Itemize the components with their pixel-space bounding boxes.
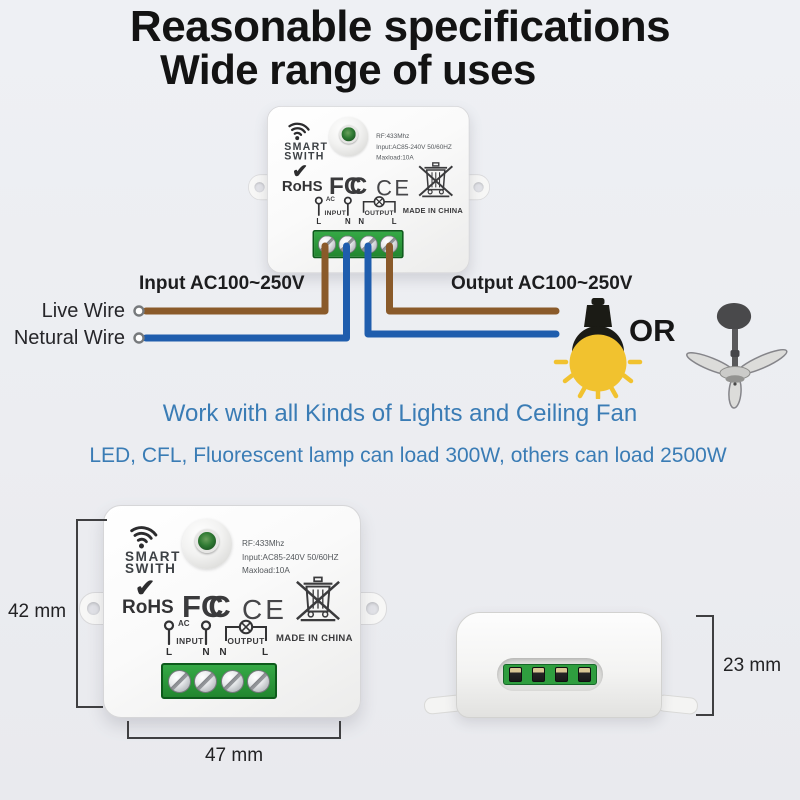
ce-mark: CE bbox=[242, 594, 287, 625]
terminal-letter-n: N bbox=[202, 647, 210, 658]
terminal-screw bbox=[194, 669, 218, 693]
width-dimension-label: 47 mm bbox=[204, 745, 264, 766]
live-wire-connector bbox=[133, 305, 145, 317]
input-voltage-label: Input AC100~250V bbox=[139, 273, 305, 294]
spec-input: Input:AC85-240V 50/60HZ bbox=[376, 143, 452, 151]
brand-label: SMART SWITH bbox=[125, 549, 181, 577]
wifi-icon bbox=[130, 526, 158, 549]
pairing-button-cap bbox=[195, 529, 219, 553]
depth-dimension-bracket bbox=[696, 615, 714, 716]
pairing-button bbox=[182, 519, 232, 569]
device-body: SMART SWITH RF:433Mhz Input:AC85-240V 50… bbox=[267, 106, 470, 274]
height-dimension-label: 42 mm bbox=[7, 601, 67, 622]
terminal-letter-n: N bbox=[345, 217, 351, 227]
smart-switch-front-view-bottom: SMART SWITH RF:433Mhz Input:AC85-240V 50… bbox=[79, 505, 387, 718]
output-voltage-label: Output AC100~250V bbox=[451, 273, 633, 294]
spec-maxload: Maxload:10A bbox=[376, 154, 414, 162]
spec-rf: RF:433Mhz bbox=[242, 539, 285, 548]
pairing-button bbox=[329, 116, 369, 157]
side-view-body bbox=[456, 612, 662, 718]
terminal-screw bbox=[359, 235, 378, 254]
device-body: SMART SWITH RF:433Mhz Input:AC85-240V 50… bbox=[103, 505, 361, 718]
ac-label: AC bbox=[325, 195, 335, 203]
page-title: Reasonable specifications bbox=[129, 2, 671, 51]
terminal-letter-l: L bbox=[391, 217, 397, 227]
terminal-strip bbox=[503, 664, 597, 685]
spec-rf: RF:433Mhz bbox=[376, 132, 410, 140]
terminal-screw bbox=[532, 667, 545, 682]
output-lamp-icon bbox=[225, 619, 267, 641]
page-subtitle: Wide range of uses bbox=[160, 46, 536, 93]
terminal-screw bbox=[318, 235, 337, 254]
terminal-letter-l: L bbox=[316, 217, 322, 227]
brand-label: SMART SWITH bbox=[284, 140, 329, 162]
width-dimension-bracket bbox=[127, 721, 341, 739]
input-label: INPUT bbox=[176, 636, 204, 646]
spec-text: RF:433Mhz Input:AC85-240V 50/60HZ Maxloa… bbox=[376, 131, 465, 163]
light-bulb-icon bbox=[553, 298, 643, 399]
rohs-mark: RoHS bbox=[122, 597, 174, 618]
spec-text: RF:433Mhz Input:AC85-240V 50/60HZ Maxloa… bbox=[242, 537, 356, 578]
caption-load-rating: LED, CFL, Fluorescent lamp can load 300W… bbox=[89, 444, 727, 467]
wifi-icon bbox=[288, 122, 310, 141]
terminal-screw bbox=[220, 669, 244, 693]
smart-switch-side-view bbox=[423, 612, 699, 718]
made-in-label: MADE IN CHINA bbox=[402, 206, 464, 216]
terminal-screw bbox=[168, 669, 191, 693]
brand-line1: SMART bbox=[284, 140, 329, 153]
input-pin-l-icon bbox=[314, 196, 323, 216]
ac-label: AC bbox=[178, 619, 190, 628]
or-label: OR bbox=[629, 313, 676, 348]
pairing-button-cap bbox=[339, 124, 359, 144]
input-pin-l-icon bbox=[163, 620, 175, 645]
terminal-block bbox=[312, 230, 404, 259]
spec-maxload: Maxload:10A bbox=[242, 566, 290, 576]
screw-hole bbox=[473, 182, 484, 193]
terminal-recess bbox=[497, 658, 603, 691]
brand-line1: SMART bbox=[125, 549, 181, 564]
terminal-screw bbox=[380, 235, 399, 254]
terminal-screw bbox=[578, 667, 591, 682]
smart-switch-front-view-top: SMART SWITH RF:433Mhz Input:AC85-240V 50… bbox=[248, 106, 490, 274]
checkmark-icon: ✔ bbox=[135, 575, 156, 602]
screw-hole bbox=[366, 602, 379, 615]
terminal-letter-l: L bbox=[261, 647, 269, 658]
fcc-mark: FCC bbox=[182, 589, 231, 624]
fcc-mark: FCC bbox=[329, 171, 368, 200]
screw-hole bbox=[87, 602, 100, 615]
terminal-screw bbox=[338, 235, 357, 254]
screw-hole bbox=[254, 182, 265, 193]
brand-line2: SWITH bbox=[125, 561, 177, 577]
neutral-wire-connector bbox=[133, 332, 145, 344]
terminal-letter-n: N bbox=[358, 217, 365, 227]
terminal-block bbox=[161, 663, 277, 699]
depth-dimension-label: 23 mm bbox=[723, 655, 782, 676]
terminal-screw bbox=[555, 667, 568, 682]
input-pin-n-icon bbox=[343, 196, 352, 216]
spec-input: Input:AC85-240V 50/60HZ bbox=[242, 552, 339, 562]
caption-compatibility: Work with all Kinds of Lights and Ceilin… bbox=[162, 400, 638, 427]
input-pin-n-icon bbox=[200, 620, 212, 645]
weee-bin-icon bbox=[418, 162, 454, 198]
input-label: INPUT bbox=[324, 208, 347, 217]
output-label: OUTPUT bbox=[364, 208, 394, 217]
rohs-mark: RoHS bbox=[281, 178, 323, 195]
brand-line2: SWITH bbox=[284, 150, 325, 162]
weee-bin-icon bbox=[296, 576, 340, 622]
checkmark-icon: ✔ bbox=[292, 160, 308, 183]
terminal-letter-l: L bbox=[165, 647, 173, 658]
output-label: OUTPUT bbox=[227, 636, 265, 646]
terminal-letter-n: N bbox=[219, 647, 227, 658]
terminal-screw bbox=[246, 669, 270, 693]
ce-mark: CE bbox=[376, 175, 412, 201]
live-wire-label: Live Wire bbox=[41, 300, 125, 322]
ceiling-fan-icon bbox=[686, 303, 788, 409]
made-in-label: MADE IN CHINA bbox=[276, 633, 353, 644]
terminal-screw bbox=[509, 667, 522, 682]
output-lamp-icon bbox=[362, 196, 396, 213]
neutral-wire-label: Netural Wire bbox=[13, 327, 125, 349]
